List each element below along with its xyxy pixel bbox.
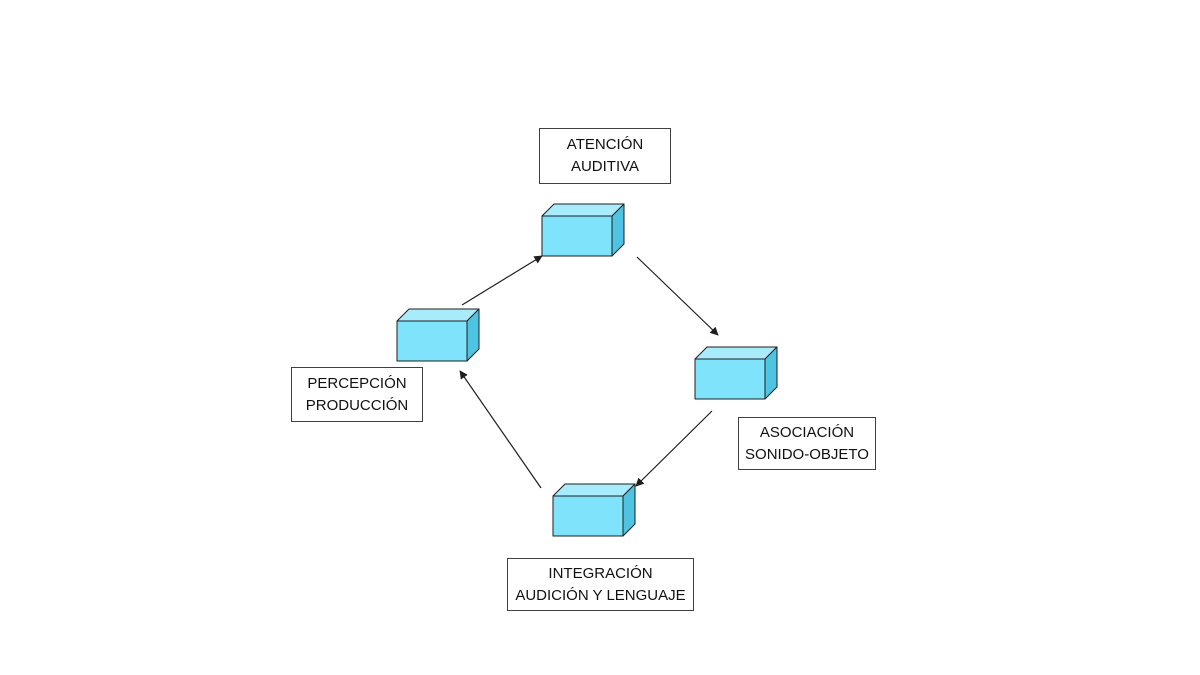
arrow-integracion-to-percepcion xyxy=(459,370,542,489)
label-line-2: AUDITIVA xyxy=(570,158,640,175)
cube-icon-asociacion xyxy=(694,346,778,400)
label-integracion-audicion-lenguaje: INTEGRACIÓN AUDICIÓN Y LENGUAJE xyxy=(507,558,694,611)
arrow-asociacion-to-integracion xyxy=(635,410,713,487)
label-line-1: INTEGRACIÓN xyxy=(548,564,653,582)
arrows-layer xyxy=(459,255,719,489)
label-line-1: ATENCIÓN xyxy=(566,136,644,153)
cube-icon-atencion xyxy=(541,203,625,257)
cube-icon-percepcion xyxy=(396,308,480,362)
arrow-percepcion-to-atencion xyxy=(461,255,543,306)
cube-top-face xyxy=(396,308,480,322)
cube-front-face xyxy=(396,320,468,362)
cube-front-face xyxy=(541,215,613,257)
cube-top-face xyxy=(541,203,625,217)
cube-front-face xyxy=(694,358,766,400)
label-line-1: ASOCIACIÓN xyxy=(759,423,855,441)
label-line-1: PERCEPCIÓN xyxy=(307,374,407,392)
cube-top-face xyxy=(694,346,778,360)
cube-front-face xyxy=(552,495,624,537)
cube-top-face xyxy=(552,483,636,497)
cubes-layer xyxy=(396,203,778,537)
label-line-2: PRODUCCIÓN xyxy=(305,396,409,414)
label-percepcion-produccion: PERCEPCIÓN PRODUCCIÓN xyxy=(291,367,423,422)
label-line-2: AUDICIÓN Y LENGUAJE xyxy=(515,586,686,604)
label-asociacion-sonido-objeto: ASOCIACIÓN SONIDO-OBJETO xyxy=(738,417,876,470)
cube-icon-integracion xyxy=(552,483,636,537)
arrow-atencion-to-asociacion xyxy=(636,256,719,336)
label-line-2: SONIDO-OBJETO xyxy=(745,445,869,463)
label-atencion-auditiva: ATENCIÓN AUDITIVA xyxy=(539,128,671,184)
